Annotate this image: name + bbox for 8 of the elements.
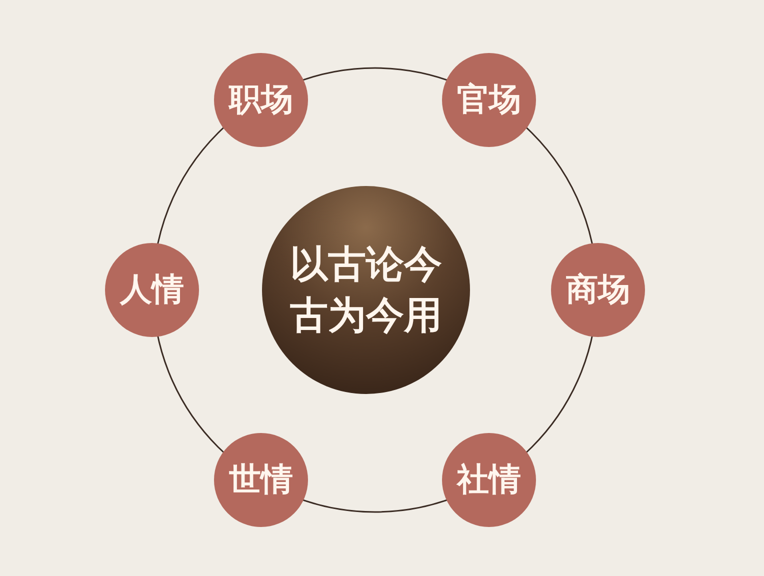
motto-text: 古为今用	[290, 292, 442, 339]
topic-label: 社情	[457, 459, 521, 500]
topic-label: 世情	[229, 459, 293, 500]
motto-text: 以古论今	[290, 240, 442, 288]
topic-label: 商场	[566, 269, 630, 310]
topic-label: 人情	[120, 269, 184, 310]
topic-label: 官场	[457, 79, 521, 120]
topic-label: 职场	[229, 79, 293, 120]
